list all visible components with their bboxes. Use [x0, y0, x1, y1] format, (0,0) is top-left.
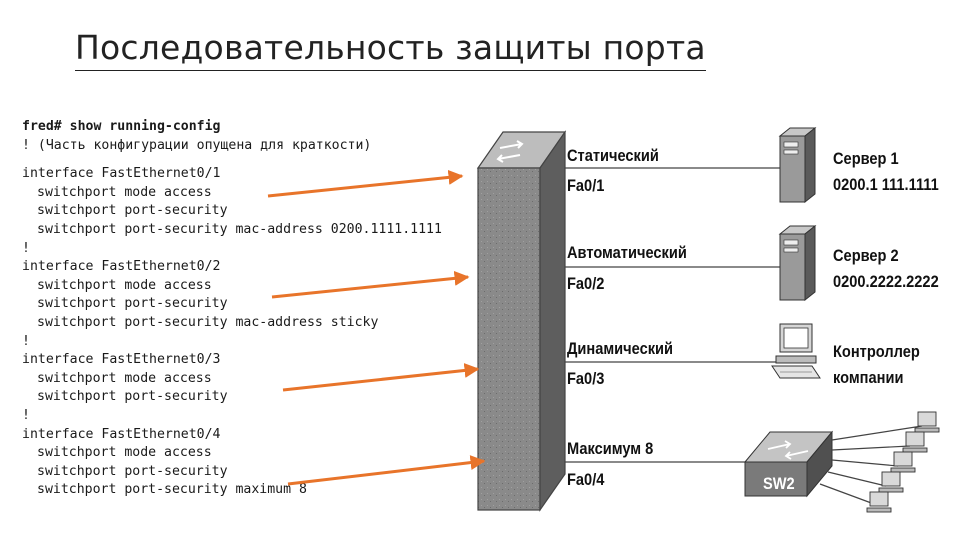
- config-line: !: [22, 333, 30, 349]
- config-line: switchport port-security mac-address 020…: [37, 221, 442, 237]
- port-3-mode-label: Динамический: [567, 339, 674, 358]
- client-pc-icon: [890, 451, 916, 473]
- port-1-mode-label: Статический: [567, 146, 659, 165]
- config-line: switchport port-security maximum 8: [37, 482, 307, 498]
- config-line: !: [22, 240, 30, 256]
- config-line: switchport mode access: [37, 445, 212, 461]
- arrow-fa0-1: [267, 169, 464, 198]
- config-line: interface FastEthernet0/3: [22, 352, 221, 368]
- switch-arrows-icon: [496, 140, 524, 163]
- port-4-mode-label: Максимум 8: [567, 439, 654, 458]
- running-config-listing: fred# show running-config ! (Часть конфиг…: [22, 118, 442, 500]
- port-4-name-label: Fa0/4: [567, 470, 605, 489]
- port-1-name-label: Fa0/1: [567, 176, 605, 195]
- arrow-fa0-4: [287, 455, 486, 486]
- sw2-client-links: [819, 425, 923, 505]
- arrow-fa0-2: [271, 270, 470, 299]
- switch-sw2-icon: [743, 430, 834, 498]
- config-line: fred# show running-config: [22, 119, 221, 134]
- client-pc-icon: [878, 471, 904, 493]
- arrow-fa0-3: [282, 362, 480, 392]
- server-1-icon: [778, 126, 817, 204]
- config-line: !: [22, 407, 30, 423]
- config-line: switchport port-security: [37, 296, 228, 312]
- config-line: switchport mode access: [37, 370, 212, 386]
- page-title: Последовательность защиты порта: [75, 28, 706, 71]
- port-2-mode-label: Автоматический: [567, 243, 687, 262]
- config-to-port-arrows: [267, 169, 486, 486]
- config-line: interface FastEthernet0/4: [22, 426, 221, 442]
- config-line: switchport mode access: [37, 277, 212, 293]
- port-3-name-label: Fa0/3: [567, 369, 605, 388]
- config-line: interface FastEthernet0/1: [22, 166, 221, 182]
- sw2-clients: [866, 411, 940, 513]
- config-line: switchport mode access: [37, 184, 212, 200]
- main-switch: [476, 130, 567, 512]
- server-2-icon: [778, 224, 817, 302]
- config-line: interface FastEthernet0/2: [22, 259, 221, 275]
- client-pc-icon: [866, 491, 892, 513]
- sw2-label: SW2: [763, 474, 795, 493]
- client-pc-icon: [902, 431, 928, 453]
- port-links: [565, 167, 780, 463]
- port-2-name-label: Fa0/2: [567, 274, 605, 293]
- client-pc-icon: [914, 411, 940, 433]
- config-line: switchport port-security: [37, 463, 228, 479]
- pc-controller-icon: [771, 323, 821, 379]
- config-line: switchport port-security: [37, 389, 228, 405]
- config-line: ! (Часть конфигурации опущена для кратко…: [22, 137, 372, 153]
- config-line: switchport port-security: [37, 203, 228, 219]
- config-line: switchport port-security mac-address sti…: [37, 314, 379, 330]
